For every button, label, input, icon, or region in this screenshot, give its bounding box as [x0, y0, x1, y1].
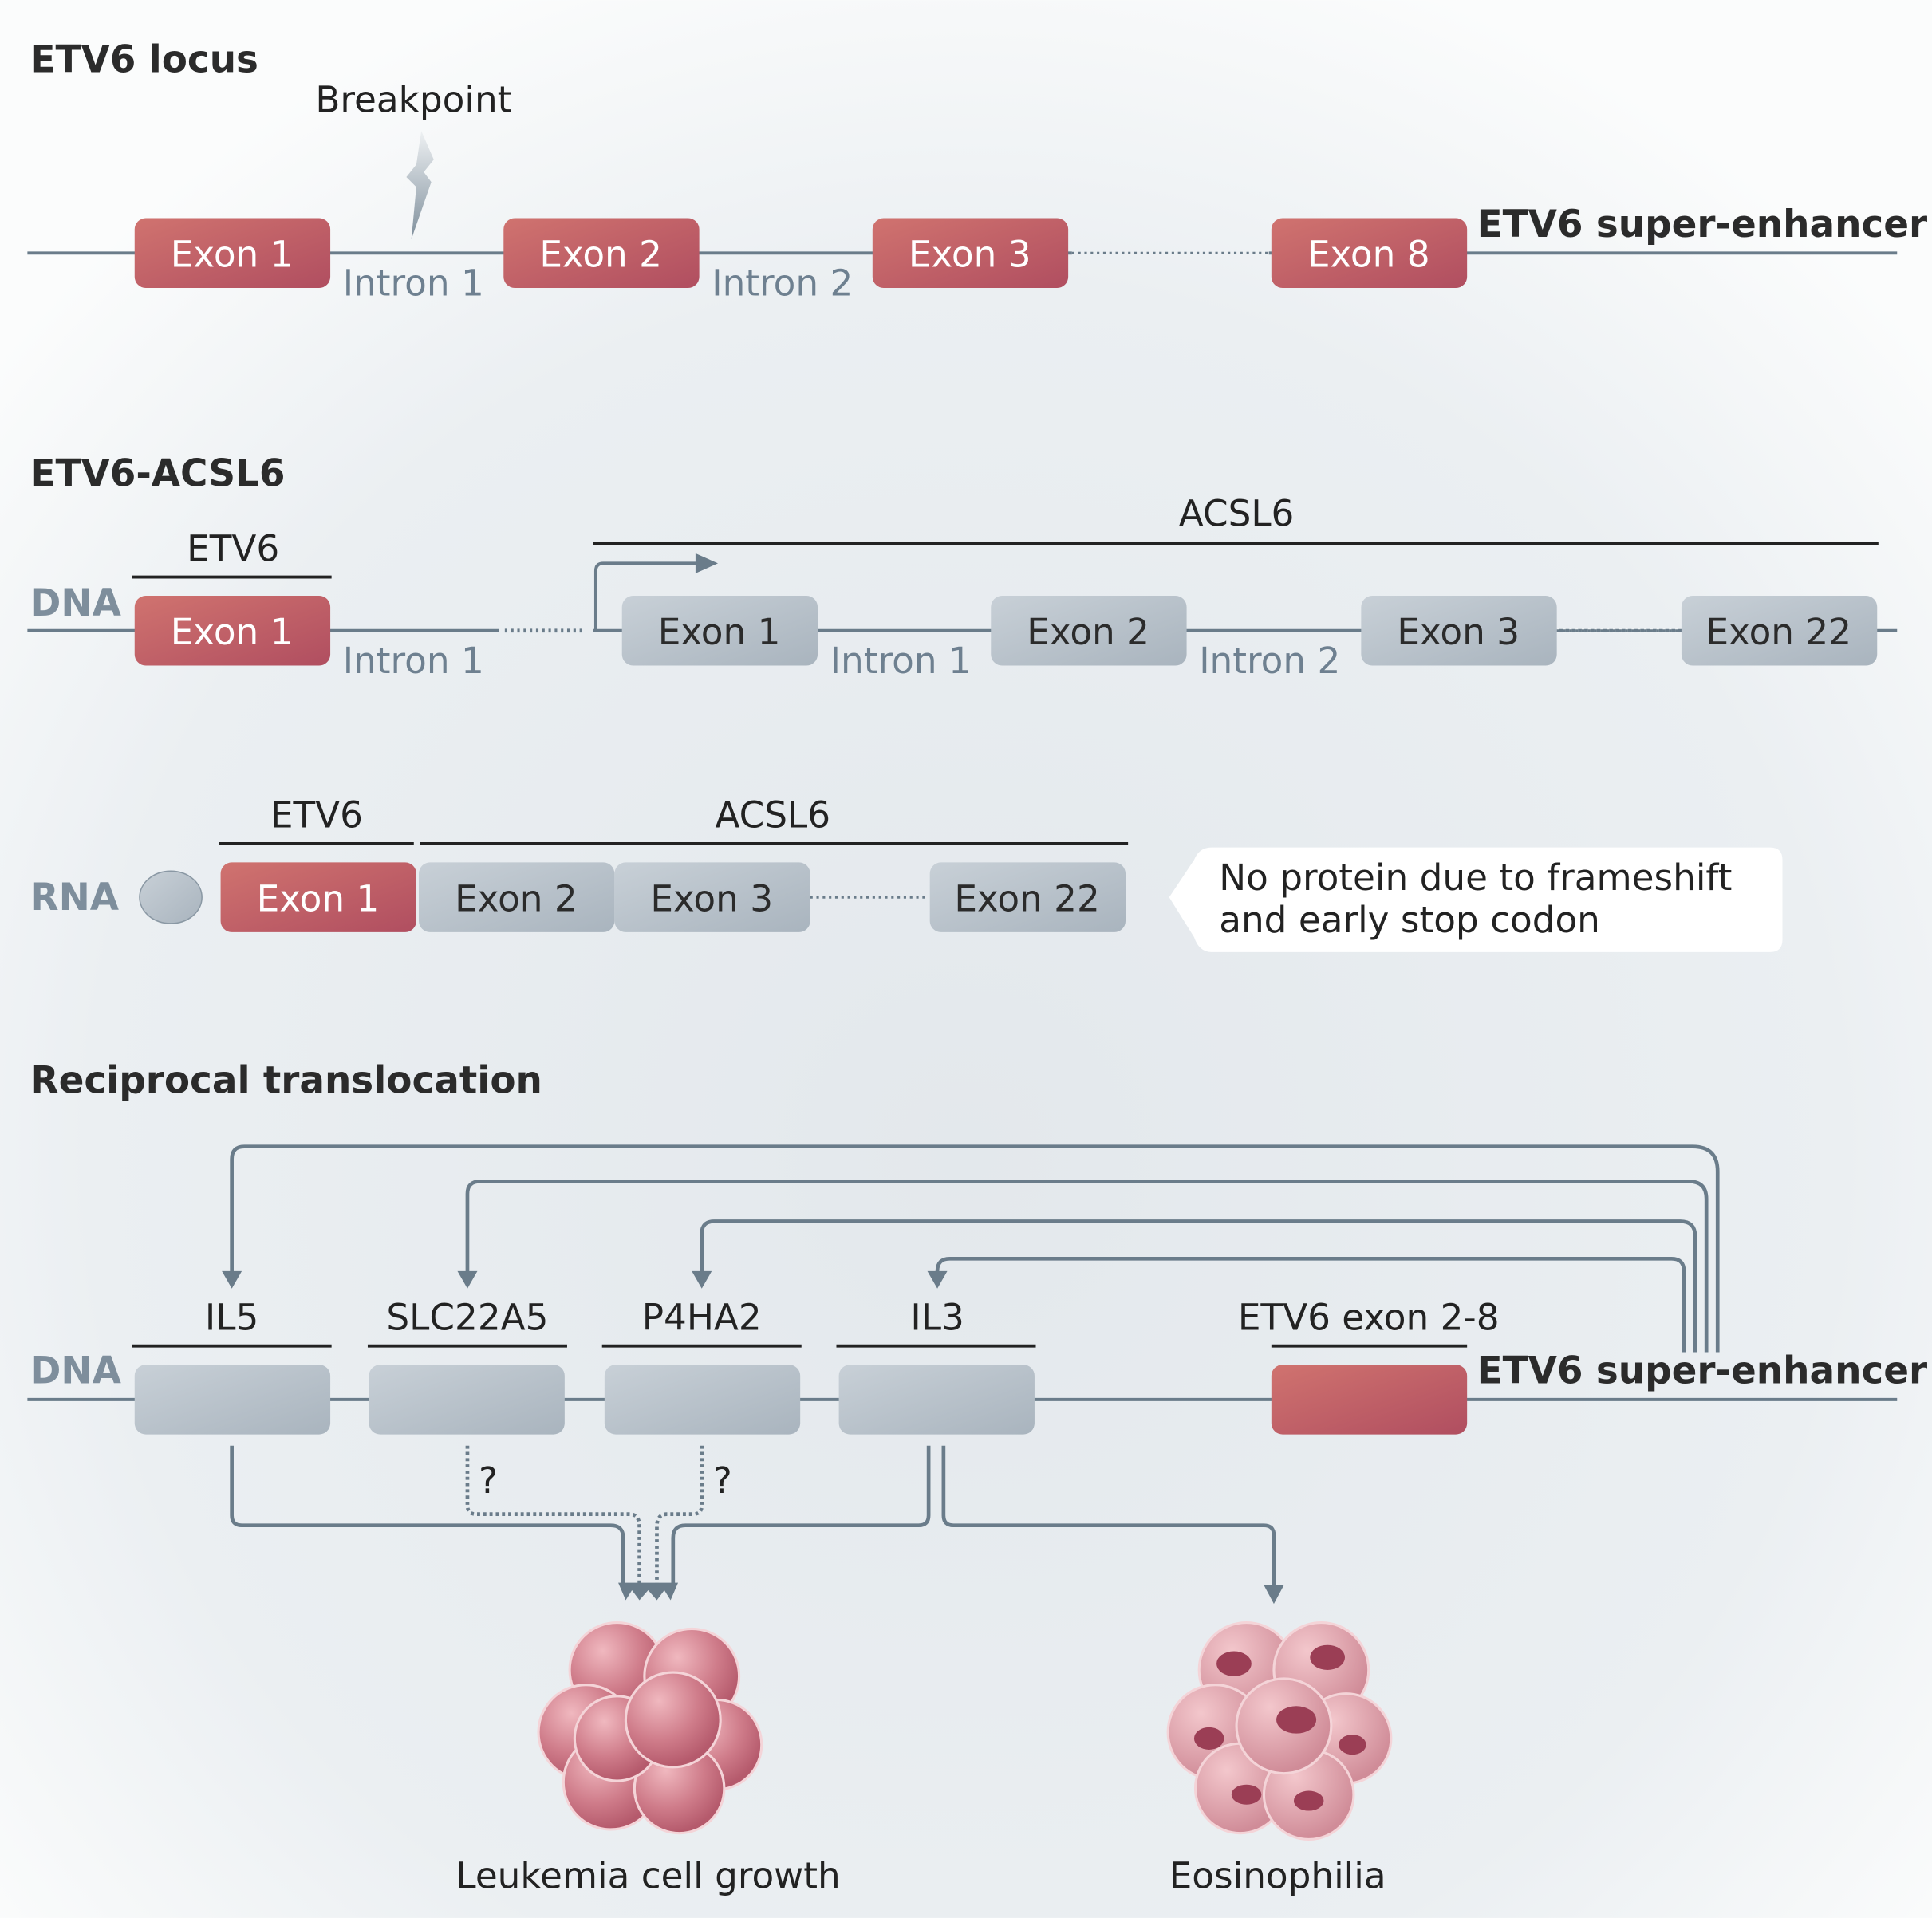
exon-box: Exon 1	[134, 218, 331, 289]
callout-box: No protein due to frameshift and early s…	[1169, 847, 1783, 952]
gene-label-il3: IL3	[910, 1296, 964, 1338]
outcome-eosinophilia-label: Eosinophilia	[1169, 1854, 1386, 1896]
dna-label: DNA	[30, 1349, 122, 1393]
gene-box	[369, 1365, 565, 1435]
effect-arrows	[230, 1445, 1284, 1605]
exon-box: Exon 3	[1361, 596, 1557, 666]
rna-cap	[139, 870, 203, 924]
svg-text:Exon 1: Exon 1	[171, 233, 294, 275]
enhancer-label: ETV6 super-enhancer	[1477, 1349, 1927, 1393]
enhancer-label: ETV6 super-enhancer	[1477, 203, 1927, 246]
gene-box	[604, 1365, 801, 1435]
enhancer-regulation-arrows	[222, 1144, 1720, 1353]
etv6-label: ETV6	[187, 527, 279, 569]
etv6-exon-box	[1271, 1365, 1468, 1435]
etv6-acsl6-dna-section: ETV6-ACSL6 ACSL6 ETV6 DNA Exon 1 Intron …	[27, 452, 1898, 682]
unknown-mark: ?	[713, 1459, 732, 1502]
exon-box: Exon 22	[1681, 596, 1878, 666]
section-title: ETV6 locus	[30, 38, 258, 82]
svg-text:and early stop codon: and early stop codon	[1219, 899, 1600, 941]
svg-text:Exon 3: Exon 3	[650, 877, 773, 920]
svg-text:Exon 22: Exon 22	[954, 877, 1099, 920]
gene-label-p4ha2: P4HA2	[642, 1296, 762, 1338]
svg-text:Exon 22: Exon 22	[1706, 611, 1852, 653]
exon-box: Exon 3	[872, 218, 1069, 289]
exon-box: Exon 1	[220, 862, 416, 932]
eosinophil-cells-illustration	[1166, 1621, 1393, 1841]
gene-label-slc22a5: SLC22A5	[386, 1296, 548, 1338]
svg-text:No protein due to frameshift: No protein due to frameshift	[1219, 857, 1732, 899]
svg-text:Exon 1: Exon 1	[171, 611, 294, 653]
transcription-start-arrow	[593, 561, 699, 631]
reciprocal-translocation-section: Reciprocal translocation IL5 SLC22A5 P4H…	[27, 1058, 1927, 1896]
rna-section: ETV6 ACSL6 RNA Exon 1 Exon 2 Exon 3 Exon…	[30, 794, 1783, 952]
section-title: Reciprocal translocation	[30, 1058, 542, 1102]
intron-label: Intron 2	[1199, 640, 1340, 682]
acsl6-label: ACSL6	[1179, 493, 1295, 535]
svg-text:Exon 8: Exon 8	[1307, 233, 1430, 275]
svg-text:Exon 3: Exon 3	[1397, 611, 1520, 653]
intron-label: Intron 1	[343, 262, 484, 304]
gene-label-il5: IL5	[205, 1296, 258, 1338]
etv6-exon-label: ETV6 exon 2-8	[1238, 1296, 1500, 1338]
svg-text:Exon 3: Exon 3	[909, 233, 1031, 275]
svg-text:Exon 2: Exon 2	[1027, 611, 1149, 653]
intron-label: Intron 1	[343, 640, 484, 682]
etv6-label: ETV6	[270, 794, 363, 837]
rna-label: RNA	[30, 876, 120, 920]
exon-box: Exon 2	[991, 596, 1187, 666]
gene-box	[838, 1365, 1035, 1435]
exon-box: Exon 22	[929, 862, 1126, 932]
intron-label: Intron 1	[830, 640, 972, 682]
acsl6-label: ACSL6	[715, 794, 830, 837]
exon-box: Exon 8	[1271, 218, 1468, 289]
exon-box: Exon 2	[503, 218, 700, 289]
lightning-bolt-icon	[406, 131, 434, 240]
exon-box: Exon 1	[134, 596, 331, 666]
section-title: ETV6-ACSL6	[30, 452, 286, 496]
breakpoint-label: Breakpoint	[315, 79, 511, 121]
exon-box: Exon 2	[419, 862, 615, 932]
leukemia-cells-illustration	[537, 1621, 763, 1835]
gene-box	[134, 1365, 331, 1435]
svg-text:Exon 1: Exon 1	[658, 611, 781, 653]
intron-label: Intron 2	[712, 262, 853, 304]
exon-box: Exon 3	[614, 862, 810, 932]
svg-text:Exon 1: Exon 1	[257, 877, 380, 920]
exon-box: Exon 1	[621, 596, 818, 666]
dna-label: DNA	[30, 581, 122, 625]
svg-text:Exon 2: Exon 2	[455, 877, 578, 920]
svg-text:Exon 2: Exon 2	[539, 233, 662, 275]
unknown-mark: ?	[479, 1459, 498, 1502]
etv6-locus-section: ETV6 locus Breakpoint Exon 1 Exon 2 Exon…	[27, 38, 1927, 304]
outcome-leukemia-label: Leukemia cell growth	[455, 1854, 840, 1896]
